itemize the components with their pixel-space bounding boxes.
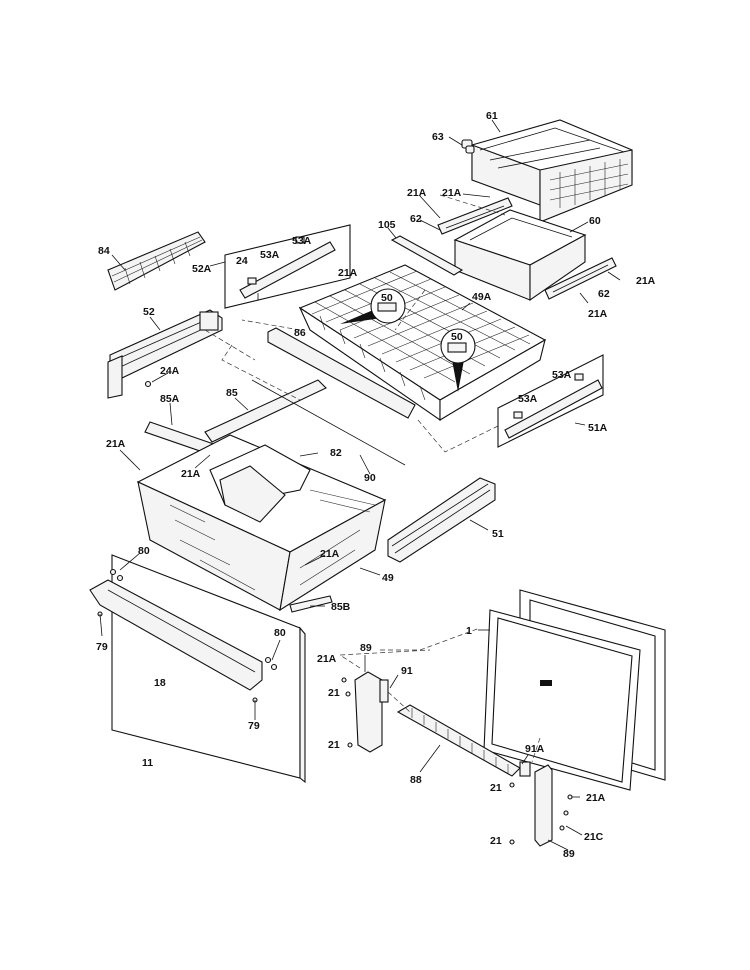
magnifier-part-50-a: [340, 288, 406, 324]
label-90: 90: [364, 472, 376, 484]
label-91: 91: [401, 665, 413, 677]
screws-80-79: [97, 568, 278, 703]
label-79-a: 79: [96, 641, 108, 653]
label-85b: 85B: [331, 601, 351, 613]
label-86: 86: [294, 327, 306, 339]
part-1-gasket-frame: [483, 589, 666, 791]
label-21a-f: 21A: [106, 438, 126, 450]
label-80-a: 80: [138, 545, 150, 557]
label-21a-h: 21A: [320, 548, 340, 560]
part-62-slide-rail-right: [544, 257, 617, 300]
part-89-bracket-lower: [519, 761, 553, 847]
label-105: 105: [378, 219, 396, 231]
part-84-grille: [107, 231, 206, 291]
label-91a: 91A: [525, 743, 545, 755]
part-62-slide-rail-left: [437, 197, 513, 235]
label-49: 49: [382, 572, 394, 584]
label-60: 60: [589, 215, 601, 227]
label-11: 11: [142, 757, 153, 769]
label-85: 85: [226, 387, 238, 399]
part-51-right-slide: [387, 477, 496, 563]
label-62-top: 62: [410, 213, 422, 225]
part-49a-wire-basket: [298, 264, 547, 422]
part-105-rail-bar: [390, 235, 464, 276]
label-53a-box2-b: 53A: [518, 393, 538, 405]
callout-box-51a: [497, 354, 604, 448]
label-50-a: 50: [381, 292, 393, 304]
part-labels: 61 63 21A 21A 62 60 105 84 53A 53A 24 52…: [96, 110, 656, 860]
label-62-bot: 62: [598, 288, 610, 300]
label-24: 24: [236, 255, 248, 267]
label-21a-b: 21A: [442, 187, 462, 199]
label-61: 61: [486, 110, 498, 122]
label-53a-box1-b: 53A: [260, 249, 280, 261]
label-21a-i: 21A: [317, 653, 337, 665]
screws-21: [341, 677, 573, 845]
label-82: 82: [330, 447, 342, 459]
part-85-handle-rail: [204, 379, 327, 443]
label-18: 18: [154, 677, 166, 689]
magnifier-part-50-b: [440, 328, 476, 392]
label-52: 52: [143, 306, 155, 318]
label-21a-d: 21A: [636, 275, 656, 287]
label-1: 1: [466, 625, 472, 637]
label-49a: 49A: [472, 291, 492, 303]
part-18-handle: [89, 579, 263, 691]
label-51a: 51A: [588, 422, 608, 434]
label-24a: 24A: [160, 365, 180, 377]
label-89-bot: 89: [563, 848, 575, 860]
label-80-b: 80: [274, 627, 286, 639]
label-53a-box2-a: 53A: [552, 369, 572, 381]
label-21a-e: 21A: [588, 308, 608, 320]
label-79-b: 79: [248, 720, 260, 732]
label-21-b: 21: [328, 739, 340, 751]
label-85a: 85A: [160, 393, 180, 405]
label-52a: 52A: [192, 263, 212, 275]
part-63-clip: [461, 139, 475, 154]
part-61-upper-bin-frame: [471, 119, 633, 223]
label-84: 84: [98, 245, 110, 257]
screw-24a: [144, 380, 152, 388]
label-21-c: 21: [490, 782, 502, 794]
part-86-front-bar: [267, 327, 416, 419]
label-21-a: 21: [328, 687, 340, 699]
label-21a-g: 21A: [181, 468, 201, 480]
label-88: 88: [410, 774, 422, 786]
label-21a-j: 21A: [586, 792, 606, 804]
part-60-upper-drawer: [453, 209, 587, 302]
label-21a-a: 21A: [407, 187, 427, 199]
part-85b-foot: [289, 595, 333, 613]
dashed-assembly-lines: [204, 194, 541, 763]
label-63: 63: [432, 131, 444, 143]
part-52-left-slide: [107, 309, 223, 399]
part-89-bracket-upper: [354, 671, 389, 753]
callout-box-52a: [224, 224, 351, 309]
label-21c: 21C: [584, 831, 604, 843]
label-51: 51: [492, 528, 504, 540]
label-89-top: 89: [360, 642, 372, 654]
label-21a-c: 21A: [338, 267, 358, 279]
leader-lines: [99, 119, 621, 851]
part-90-rod: [251, 379, 406, 466]
label-50-b: 50: [451, 331, 463, 343]
label-53a-box1-a: 53A: [292, 235, 312, 247]
label-21-d: 21: [490, 835, 502, 847]
